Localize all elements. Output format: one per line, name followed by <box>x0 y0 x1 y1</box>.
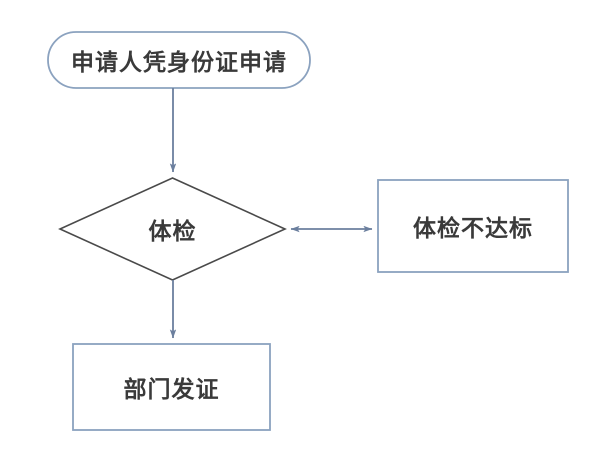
node-issue-label: 部门发证 <box>123 377 220 402</box>
node-issue-shape <box>72 343 271 431</box>
node-fail-shape <box>377 179 569 273</box>
node-fail-label: 体检不达标 <box>413 216 533 241</box>
node-decision-label: 体检 <box>148 219 197 244</box>
node-start-label: 申请人凭身份证申请 <box>71 50 287 75</box>
node-start-shape <box>47 31 311 89</box>
